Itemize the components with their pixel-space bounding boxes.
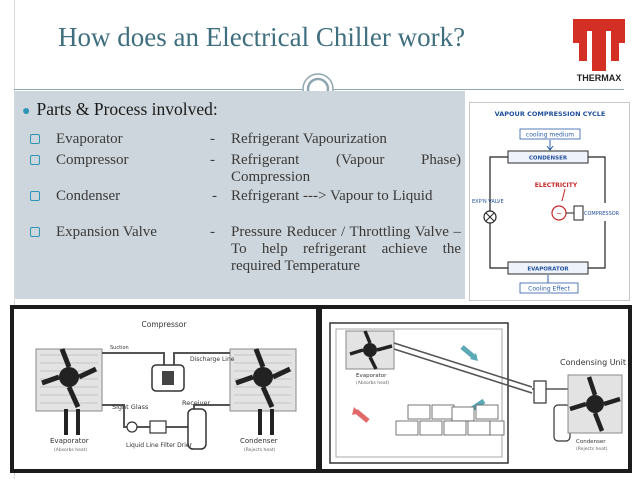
content-panel <box>15 91 465 299</box>
part-description: Refrigerant Vapourization <box>231 131 387 147</box>
receiver-label: Receiver <box>182 399 210 407</box>
compressor-label: Compressor <box>142 320 188 329</box>
sight-glass-label: Sight Glass <box>112 403 149 411</box>
cooling-medium-label: cooling medium <box>526 132 574 139</box>
condenser-sub-label: (Rejects heat) <box>244 447 276 453</box>
part-name: Evaporator <box>56 131 123 147</box>
vapour-cycle-diagram: VAPOUR COMPRESSION CYCLE cooling medium … <box>469 102 630 301</box>
discharge-line-label: Discharge Line <box>190 356 235 363</box>
heading: Parts & Process involved: <box>36 99 218 119</box>
separator: - <box>210 152 215 168</box>
left-border <box>14 0 15 479</box>
cooling-effect-label: Cooling Effect <box>528 286 570 293</box>
evaporator-label: Evaporator <box>50 437 89 445</box>
evaporator-sub-label: (Absorbs heat) <box>54 447 87 453</box>
checkbox-bullet-icon <box>30 155 40 165</box>
part-description: Refrigerant ---> Vapour to Liquid <box>231 188 433 204</box>
condenser-label: Condenser <box>576 439 606 445</box>
bullet-icon: ● <box>22 104 31 119</box>
exp-valve-label: EXP'N VALVE <box>472 199 504 205</box>
checkbox-bullet-icon <box>30 134 40 144</box>
separator: - <box>210 224 215 240</box>
part-name: Compressor <box>56 152 129 168</box>
condenser-box: CONDENSER <box>529 156 568 162</box>
separator: - <box>212 188 217 204</box>
condensing-unit-label: Condensing Unit <box>560 358 626 367</box>
part-description: Refrigerant (Vapour Phase) Compression <box>231 152 461 185</box>
condenser-sub-label: (Rejects heat) <box>576 446 608 452</box>
evaporator-label: Evaporator <box>356 373 387 379</box>
electricity-label: ELECTRICITY <box>535 182 578 189</box>
checkbox-bullet-icon <box>30 227 40 237</box>
svg-text:~: ~ <box>556 210 562 218</box>
logo-text: THERMAX <box>576 73 622 83</box>
thermax-logo <box>573 19 625 71</box>
evaporator-box: EVAPORATOR <box>527 267 569 273</box>
compressor-label: COMPRESSOR <box>584 211 620 217</box>
cold-room-image: Condensing Unit Evaporator (Absorbs heat… <box>318 305 632 473</box>
checkbox-bullet-icon <box>30 191 40 201</box>
slide-title: How does an Electrical Chiller work? <box>58 22 466 52</box>
condenser-label: Condenser <box>240 437 278 445</box>
cycle-title: VAPOUR COMPRESSION CYCLE <box>495 110 606 118</box>
suction-label: Suction <box>110 345 129 351</box>
part-name: Expansion Valve <box>56 224 157 240</box>
part-name: Condenser <box>56 188 121 204</box>
separator: - <box>210 131 215 147</box>
evaporator-sub-label: (Absorbs heat) <box>356 380 389 386</box>
refrigeration-circuit-image: Compressor Discharge Line Suction Sight … <box>10 305 320 473</box>
main-bullet: ● Parts & Process involved: <box>22 99 218 120</box>
filter-drier-label: Liquid Line Filter Drier <box>126 442 193 449</box>
part-description: Pressure Reducer / Throttling Valve – To… <box>231 224 461 274</box>
